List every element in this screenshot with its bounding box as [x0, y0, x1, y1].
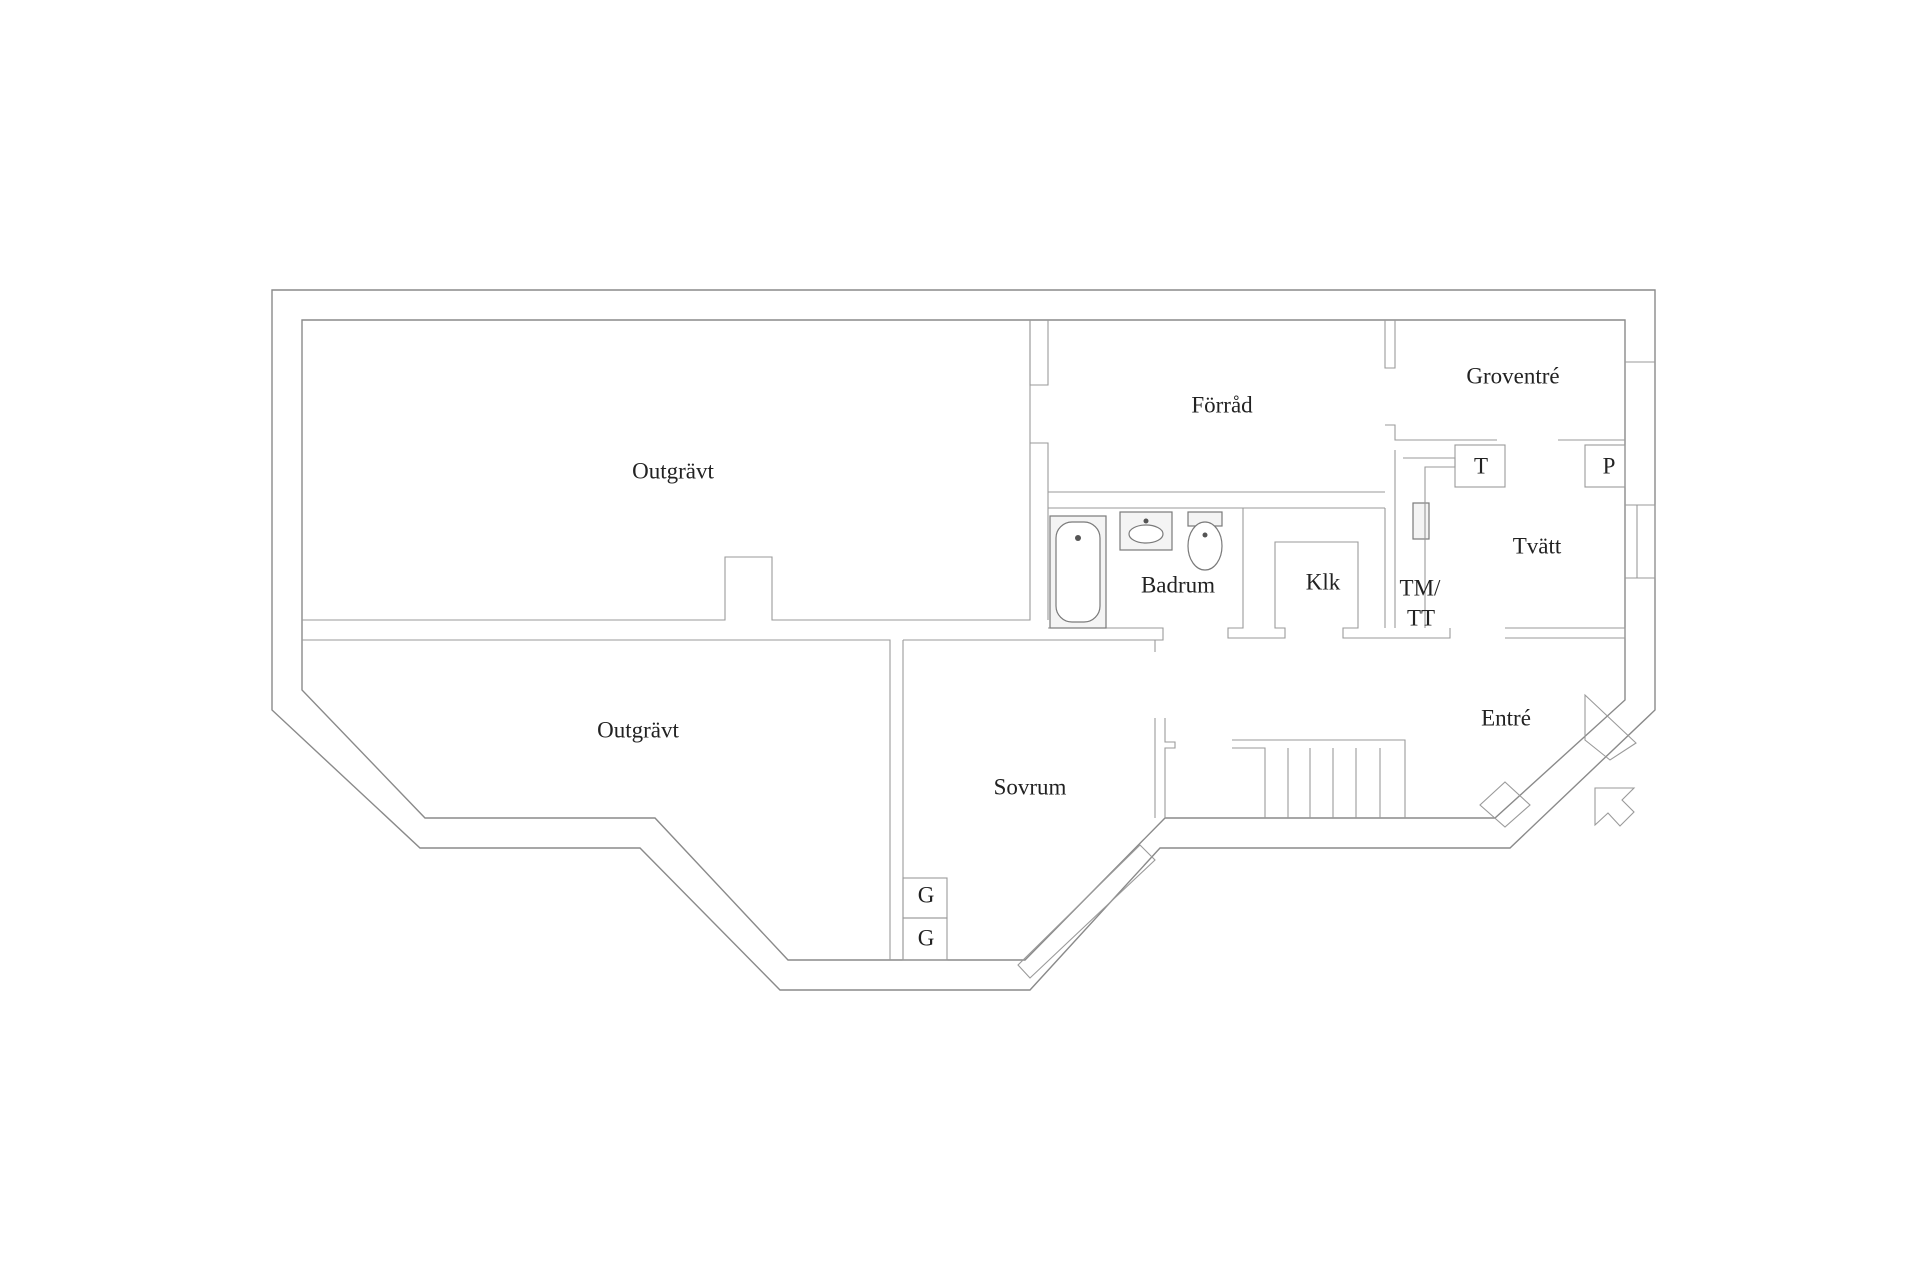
- staircase-icon: [1232, 739, 1406, 818]
- room-label-badrum: Badrum: [1141, 572, 1215, 597]
- toilet-icon: [1187, 511, 1223, 571]
- p-box-label: P: [1603, 453, 1616, 478]
- room-label-sovrum: Sovrum: [994, 774, 1067, 799]
- t-box-label: T: [1474, 453, 1488, 478]
- room-label-tm-line2: TT: [1407, 605, 1435, 630]
- room-label-klk: Klk: [1306, 569, 1341, 594]
- p-box: [1584, 444, 1626, 488]
- sink-icon: [1119, 511, 1173, 551]
- room-label-outgravt-bottom: Outgrävt: [597, 717, 679, 742]
- utility-sink-icon: [1403, 457, 1456, 628]
- room-label-entre: Entré: [1481, 705, 1531, 730]
- entrance-arrow-icon: [1594, 787, 1636, 827]
- room-label-tvatt: Tvätt: [1513, 533, 1562, 558]
- room-label-tm-line1: TM/: [1400, 575, 1442, 600]
- g-box-upper-label: G: [918, 882, 935, 907]
- bathtub-icon: [1049, 515, 1107, 629]
- room-label-forrad: Förråd: [1191, 392, 1253, 417]
- interior-walls: [302, 320, 1656, 979]
- room-label-groventre: Groventré: [1466, 363, 1559, 388]
- room-label-outgravt-top: Outgrävt: [632, 458, 714, 483]
- g-box-lower-label: G: [918, 925, 935, 950]
- g-box-lower: [902, 917, 948, 961]
- fixture-boxes: [902, 444, 1626, 961]
- t-box: [1454, 444, 1506, 488]
